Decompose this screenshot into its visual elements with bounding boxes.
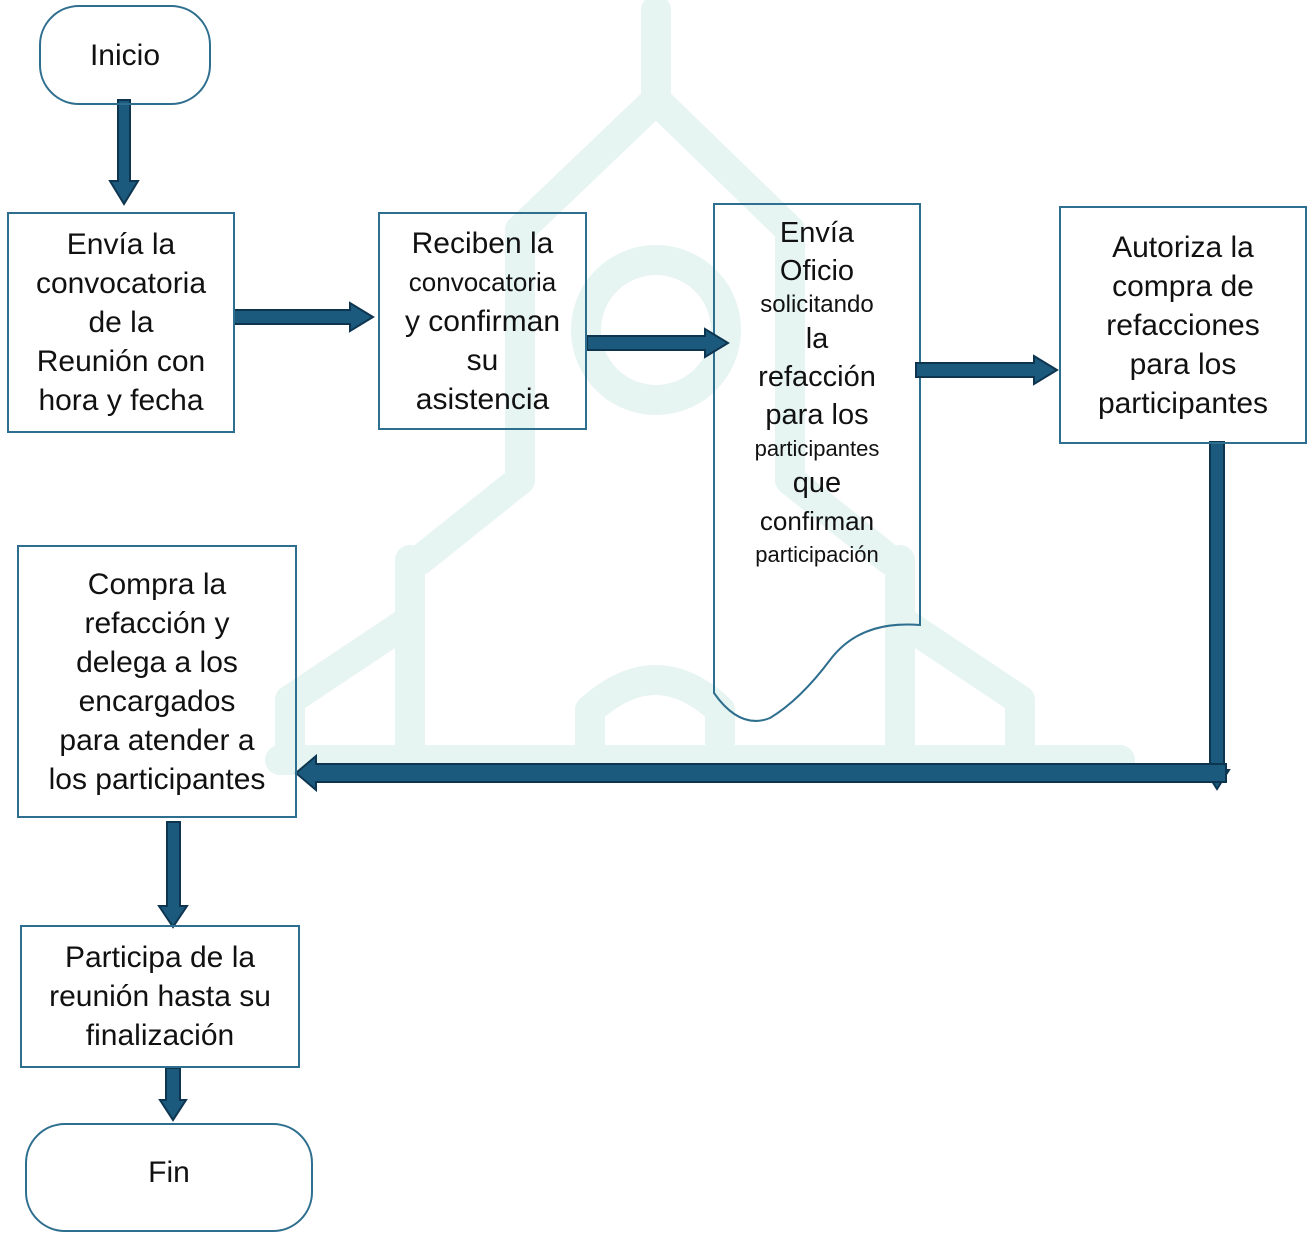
node-text-line: Reunión con: [36, 345, 206, 378]
node-text-line: participantes: [1097, 386, 1269, 420]
node-text-line: asistencia: [415, 382, 550, 416]
node-text-line: y confirman: [404, 304, 561, 338]
node-text-line: refacción: [758, 361, 876, 393]
arrow-compra-to-participa: [157, 821, 189, 929]
arrow-autoriza-down: [1203, 441, 1231, 791]
node-text-line: la: [805, 323, 829, 355]
node-text-line: de la: [88, 306, 154, 339]
node-text-line: encargados: [78, 684, 236, 718]
node-text-line: reunión hasta su: [49, 980, 271, 1013]
start-label: Inicio: [89, 38, 161, 72]
node-text-line: su: [466, 343, 499, 377]
node-text-line: para atender a: [59, 723, 255, 757]
process-participa-reunion: Participa de la reunión hasta su finaliz…: [20, 925, 300, 1068]
node-text-line: solicitando: [760, 291, 874, 318]
node-text-line: compra de: [1112, 269, 1254, 303]
node-text-line: los participantes: [48, 762, 266, 796]
node-text-line: Compra la: [87, 567, 227, 601]
node-text-line: Oficio: [779, 255, 855, 287]
node-text-line: convocatoria: [35, 267, 207, 300]
node-text-line: Envía: [779, 217, 855, 249]
node-text-line: Participa de la: [64, 941, 256, 974]
node-text-line: refacción y: [84, 606, 230, 640]
process-autoriza-compra: Autoriza la compra de refacciones para l…: [1059, 206, 1307, 444]
document-envia-oficio: Envía Oficio solicitando la refacción pa…: [712, 214, 922, 570]
node-text-line: finalización: [85, 1019, 235, 1052]
start-node: Inicio: [39, 5, 211, 105]
node-text-line: confirman: [759, 506, 875, 536]
arrow-reciben-to-oficio: [586, 327, 730, 359]
node-text-line: que: [792, 467, 842, 499]
node-text-line: convocatoria: [408, 266, 557, 297]
node-text-line: participantes: [754, 436, 880, 461]
node-text-line: hora y fecha: [38, 384, 204, 417]
process-reciben-convocatoria: Reciben la convocatoria y confirman su a…: [378, 212, 587, 430]
node-text-line: refacciones: [1106, 308, 1260, 342]
process-envia-convocatoria: Envía la convocatoria de la Reunión con …: [7, 212, 235, 433]
node-text-line: Reciben la: [411, 226, 554, 260]
arrow-oficio-to-autoriza: [915, 354, 1059, 386]
node-text-line: para los: [765, 399, 869, 431]
process-compra-refaccion: Compra la refacción y delega a los encar…: [17, 545, 297, 818]
end-label: Fin: [148, 1156, 190, 1189]
arrow-participa-to-fin: [158, 1067, 188, 1122]
arrow-to-compra-refaccion: [294, 753, 1227, 793]
arrow-envia-to-reciben: [233, 301, 375, 333]
node-text-line: Autoriza la: [1112, 230, 1254, 264]
node-text-line: Envía la: [66, 228, 176, 261]
end-node: Fin: [25, 1123, 313, 1232]
document-shape: [713, 203, 921, 722]
node-text-line: delega a los: [76, 645, 238, 679]
node-text-line: para los: [1129, 347, 1237, 381]
node-text-line: participación: [755, 542, 879, 567]
arrow-inicio-to-envia: [108, 99, 140, 206]
